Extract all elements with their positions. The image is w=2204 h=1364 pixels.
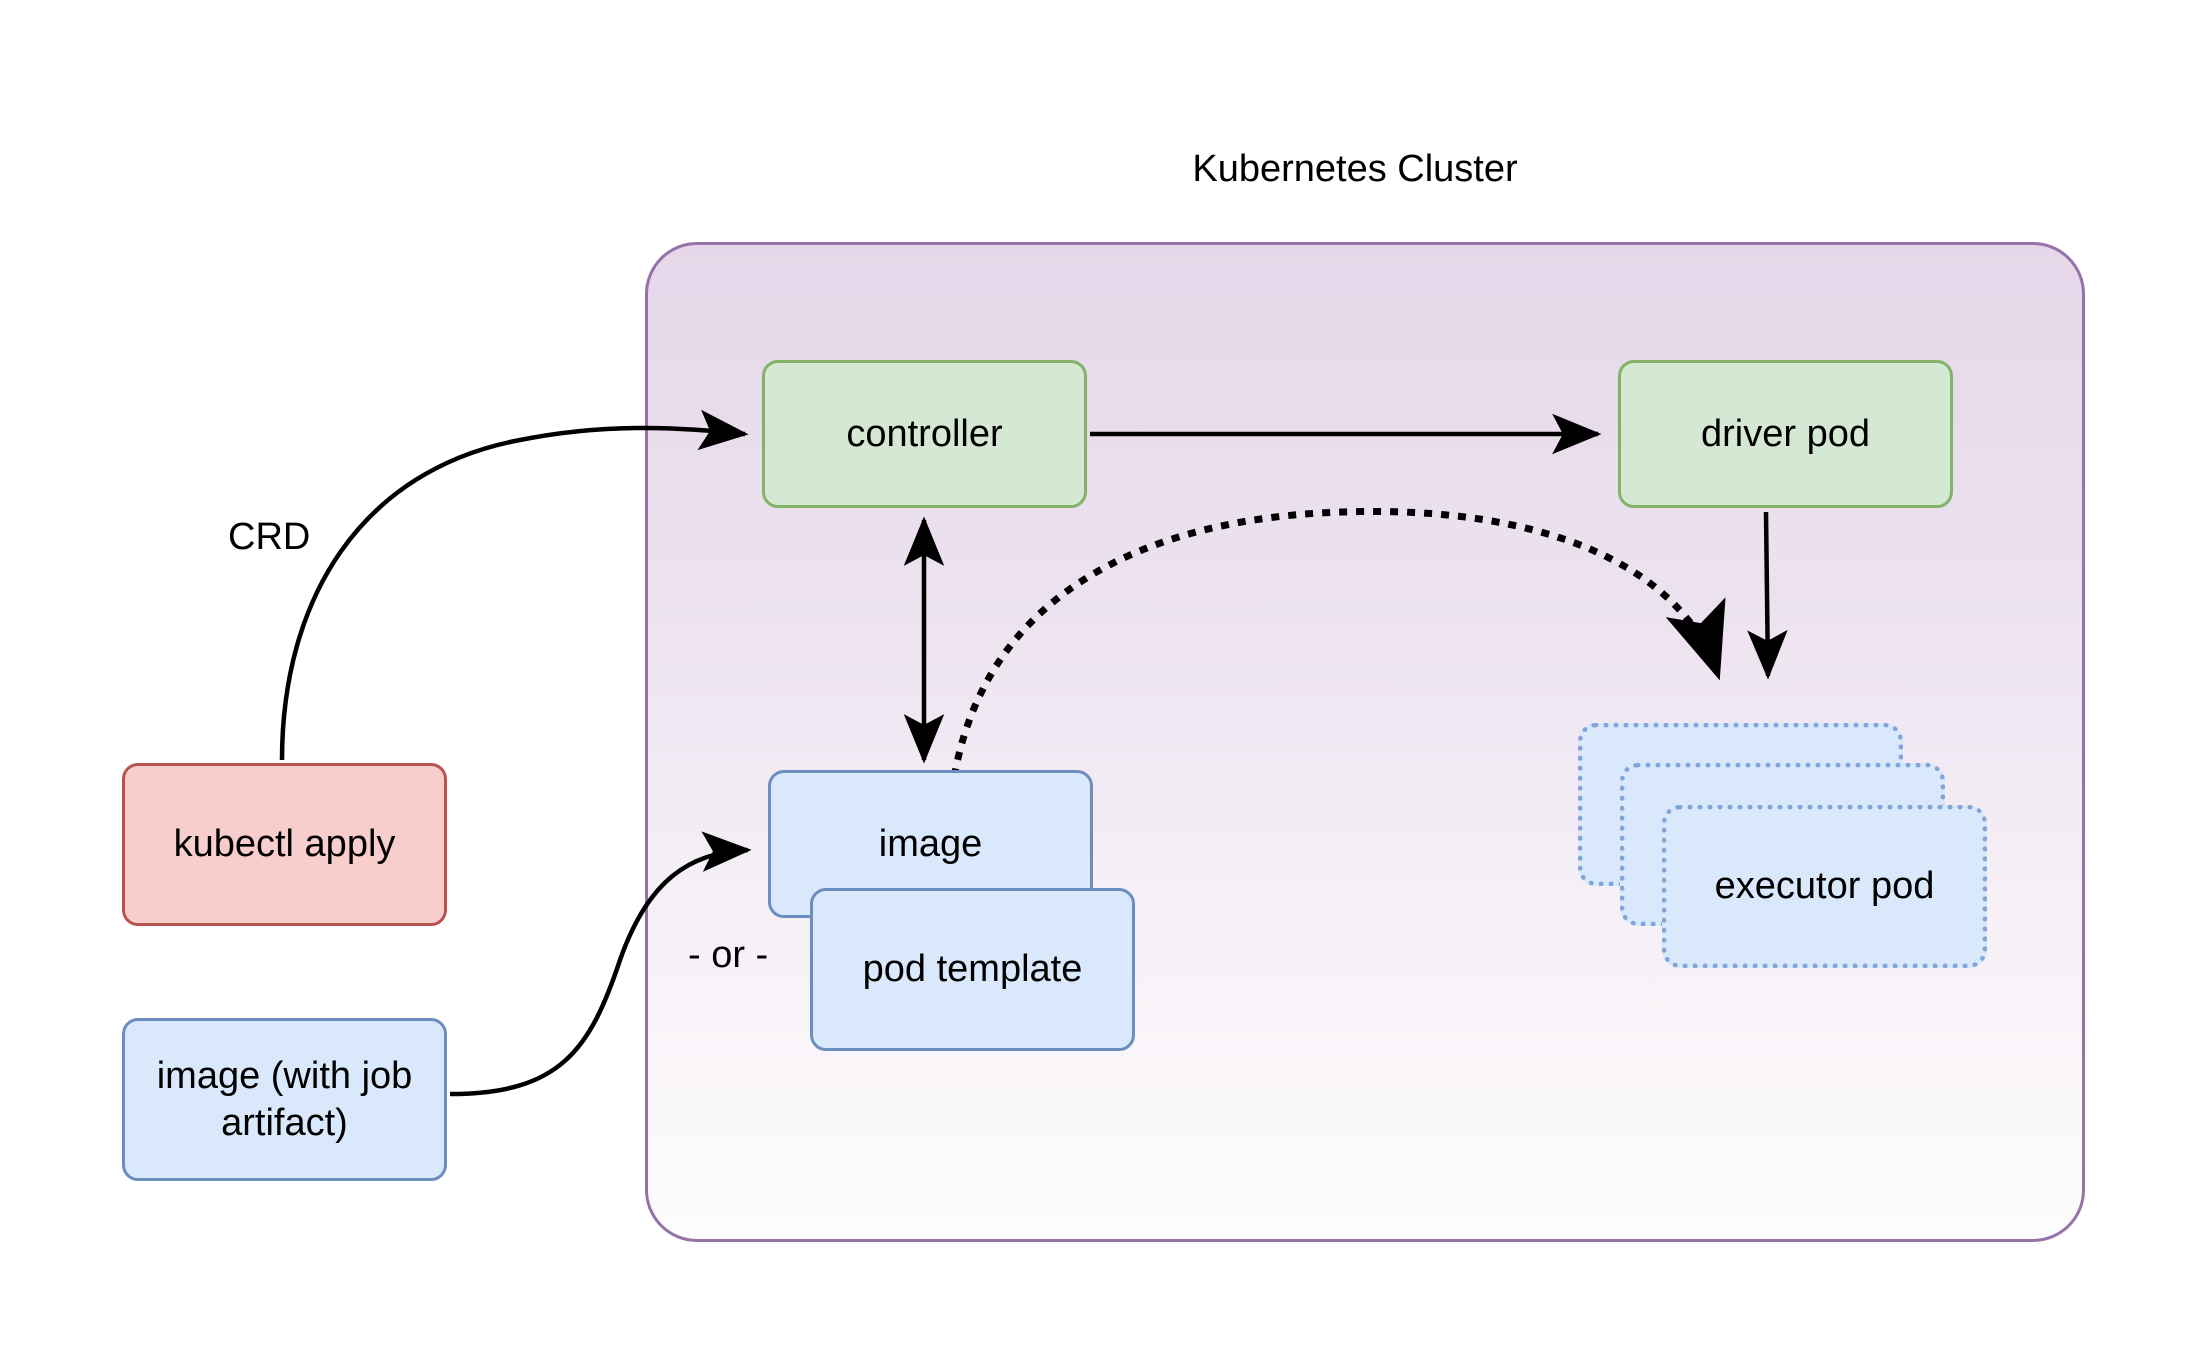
node-kubectl-apply[interactable]: kubectl apply — [122, 763, 447, 926]
node-controller-label: controller — [846, 412, 1003, 455]
node-image-with-job-artifact[interactable]: image (with job artifact) — [122, 1018, 447, 1181]
node-executor-pod-front[interactable]: executor pod — [1662, 805, 1987, 968]
node-driver-pod-label: driver pod — [1701, 412, 1870, 455]
node-kubectl-apply-label: kubectl apply — [173, 823, 396, 866]
edge-label-crd: CRD — [228, 516, 311, 558]
node-executor-pod-front-label: executor pod — [1714, 865, 1935, 908]
label-or-separator: - or - — [688, 934, 769, 976]
node-image-label: image — [878, 822, 983, 865]
node-driver-pod[interactable]: driver pod — [1618, 360, 1953, 508]
node-pod-template[interactable]: pod template — [810, 888, 1135, 1051]
node-image-with-job-artifact-label: image (with job artifact) — [156, 1055, 413, 1144]
node-controller[interactable]: controller — [762, 360, 1087, 508]
cluster-title: Kubernetes Cluster — [1192, 148, 1518, 190]
node-pod-template-label: pod template — [862, 948, 1083, 991]
